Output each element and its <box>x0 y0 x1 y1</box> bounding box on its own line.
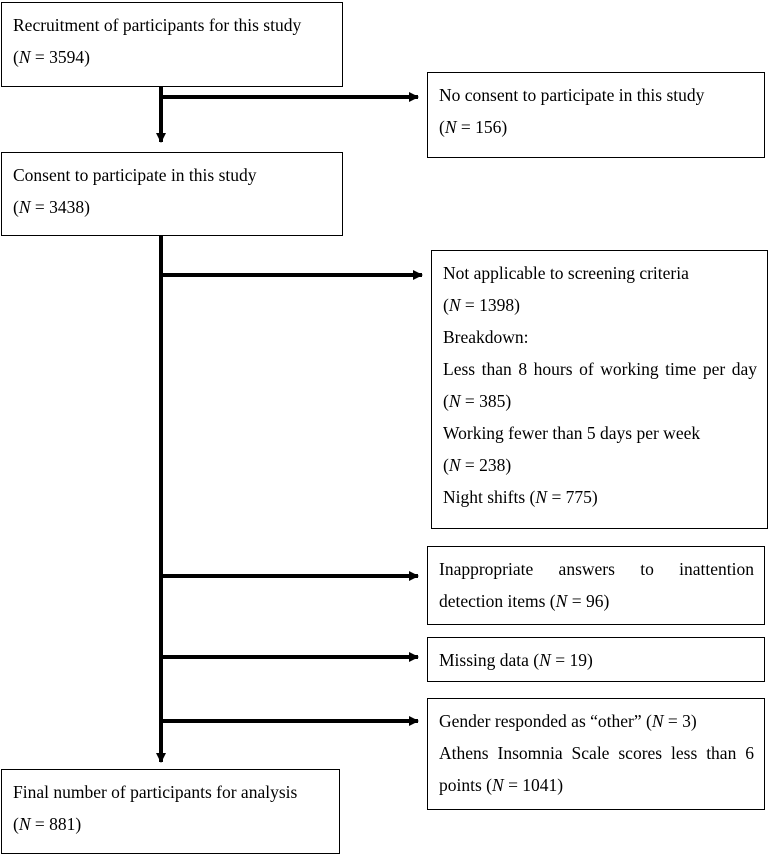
missing-text: Missing data (N = 19) <box>439 650 593 670</box>
missing-box: Missing data (N = 19) <box>427 637 765 682</box>
breakdown-item-working-days: Working fewer than 5 days per week(N = 2… <box>443 423 701 475</box>
recruitment-text: Recruitment of participants for this stu… <box>13 15 302 35</box>
consent-text: Consent to participate in this study <box>13 165 257 185</box>
no-consent-count: (N = 156) <box>439 117 508 137</box>
breakdown-label: Breakdown: <box>443 327 529 347</box>
final-count: (N = 881) <box>13 814 82 834</box>
ais-score-text: Athens Insomnia Scale scores less than 6… <box>439 743 754 795</box>
not-applicable-count: (N = 1398) <box>443 295 520 315</box>
not-applicable-title: Not applicable to screening criteria <box>443 263 689 283</box>
recruitment-count: (N = 3594) <box>13 47 90 67</box>
consent-count: (N = 3438) <box>13 197 90 217</box>
final-box: Final number of participants for analysi… <box>1 769 340 854</box>
no-consent-box: No consent to participate in this study … <box>427 72 765 158</box>
gender-ais-box: Gender responded as “other” (N = 3) Athe… <box>427 698 765 810</box>
consent-box: Consent to participate in this study (N … <box>1 152 343 236</box>
inappropriate-text: Inappropriate answers to inattention det… <box>439 559 754 611</box>
breakdown-item-night-shifts: Night shifts (N = 775) <box>443 487 598 507</box>
inappropriate-box: Inappropriate answers to inattention det… <box>427 546 765 625</box>
gender-other-text: Gender responded as “other” (N = 3) <box>439 711 697 731</box>
no-consent-text: No consent to participate in this study <box>439 85 705 105</box>
final-text: Final number of participants for analysi… <box>13 782 298 802</box>
not-applicable-box: Not applicable to screening criteria (N … <box>431 250 768 529</box>
breakdown-item-working-hours: Less than 8 hours of working time per da… <box>443 359 757 411</box>
recruitment-box: Recruitment of participants for this stu… <box>1 2 343 87</box>
